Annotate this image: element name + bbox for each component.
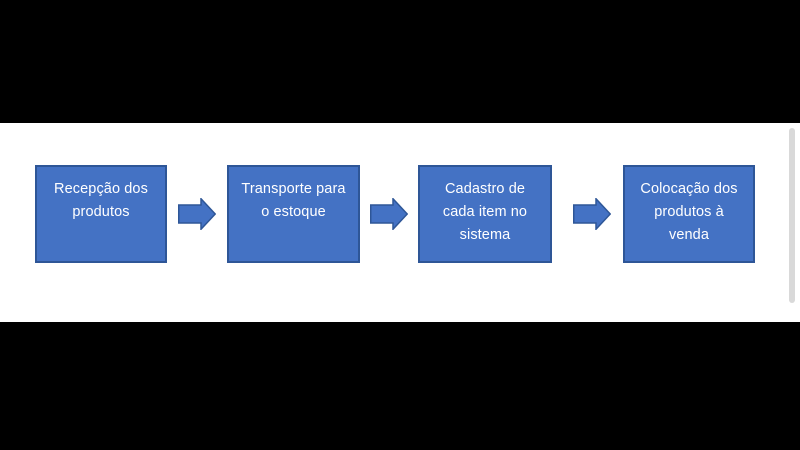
flow-step-label-line: venda [668,227,709,243]
flow-step-label-line: Recepção dos [54,181,148,197]
flow-step-label-line: produtos [72,204,130,220]
slide-canvas: Recepção dos produtos Transporte para o … [0,123,800,322]
flow-step-label-line: produtos à [654,204,724,220]
scrollbar-thumb[interactable] [789,128,795,303]
flow-step-cadastro: Cadastro de cada item no sistema [418,165,552,263]
flow-step-recepcao: Recepção dos produtos [35,165,167,263]
right-arrow-icon [573,198,611,230]
flow-step-label-line: cada item no [442,204,528,220]
flow-step-venda: Colocação dos produtos à venda [623,165,755,263]
flow-step-label-line: o estoque [261,204,326,220]
flow-step-label-line: sistema [459,227,511,243]
flow-step-label-line: Colocação dos [640,181,738,197]
flow-step-transporte: Transporte para o estoque [227,165,360,263]
right-arrow-icon [178,198,216,230]
flow-step-label-line: Cadastro de [444,181,526,197]
right-arrow-icon [370,198,408,230]
flow-step-label-line: Transporte para [241,181,346,197]
